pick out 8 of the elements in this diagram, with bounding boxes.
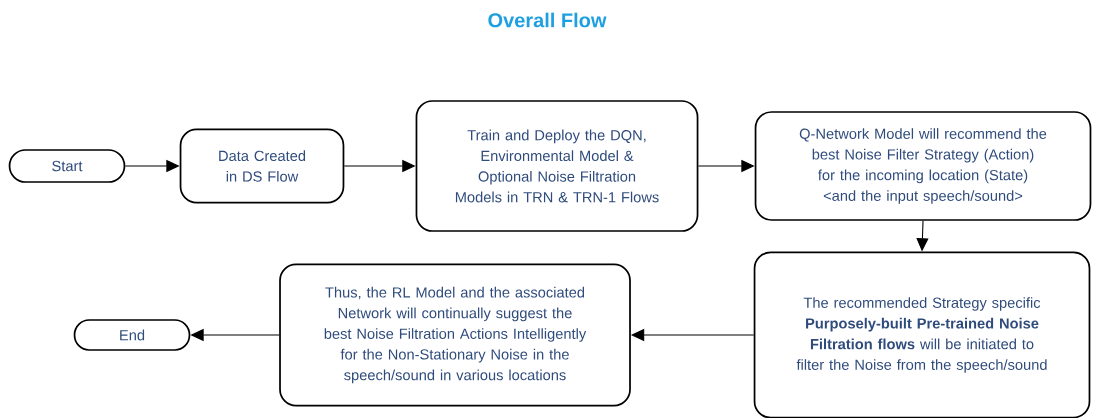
process-box: Train and Deploy the DQN, Environmental Model & Optional Noise Filtration Models in TRN & TRN-1 Flows xyxy=(415,100,699,232)
process-box: Q-Network Model will recommend the best Noise Filter Strategy (Action) for the incoming location (State) <and the input speech/sound> xyxy=(754,111,1092,221)
process-box: The recommended Strategy specific Purposely-built Pre-trained Noise Filtration flows will be initiated to filter the Noise from the speech/sound xyxy=(753,251,1091,418)
terminal-box: End xyxy=(73,319,191,351)
terminal-box: Start xyxy=(8,149,126,183)
process-box: Data Created in DS Flow xyxy=(179,128,345,204)
process-box: Thus, the RL Model and the associated Network will continually suggest the best Noise Filtration Actions Intelligently for the Non-Stationary Noise in the speech/sound in various locations xyxy=(279,263,631,407)
title: Overall Flow xyxy=(488,12,607,28)
